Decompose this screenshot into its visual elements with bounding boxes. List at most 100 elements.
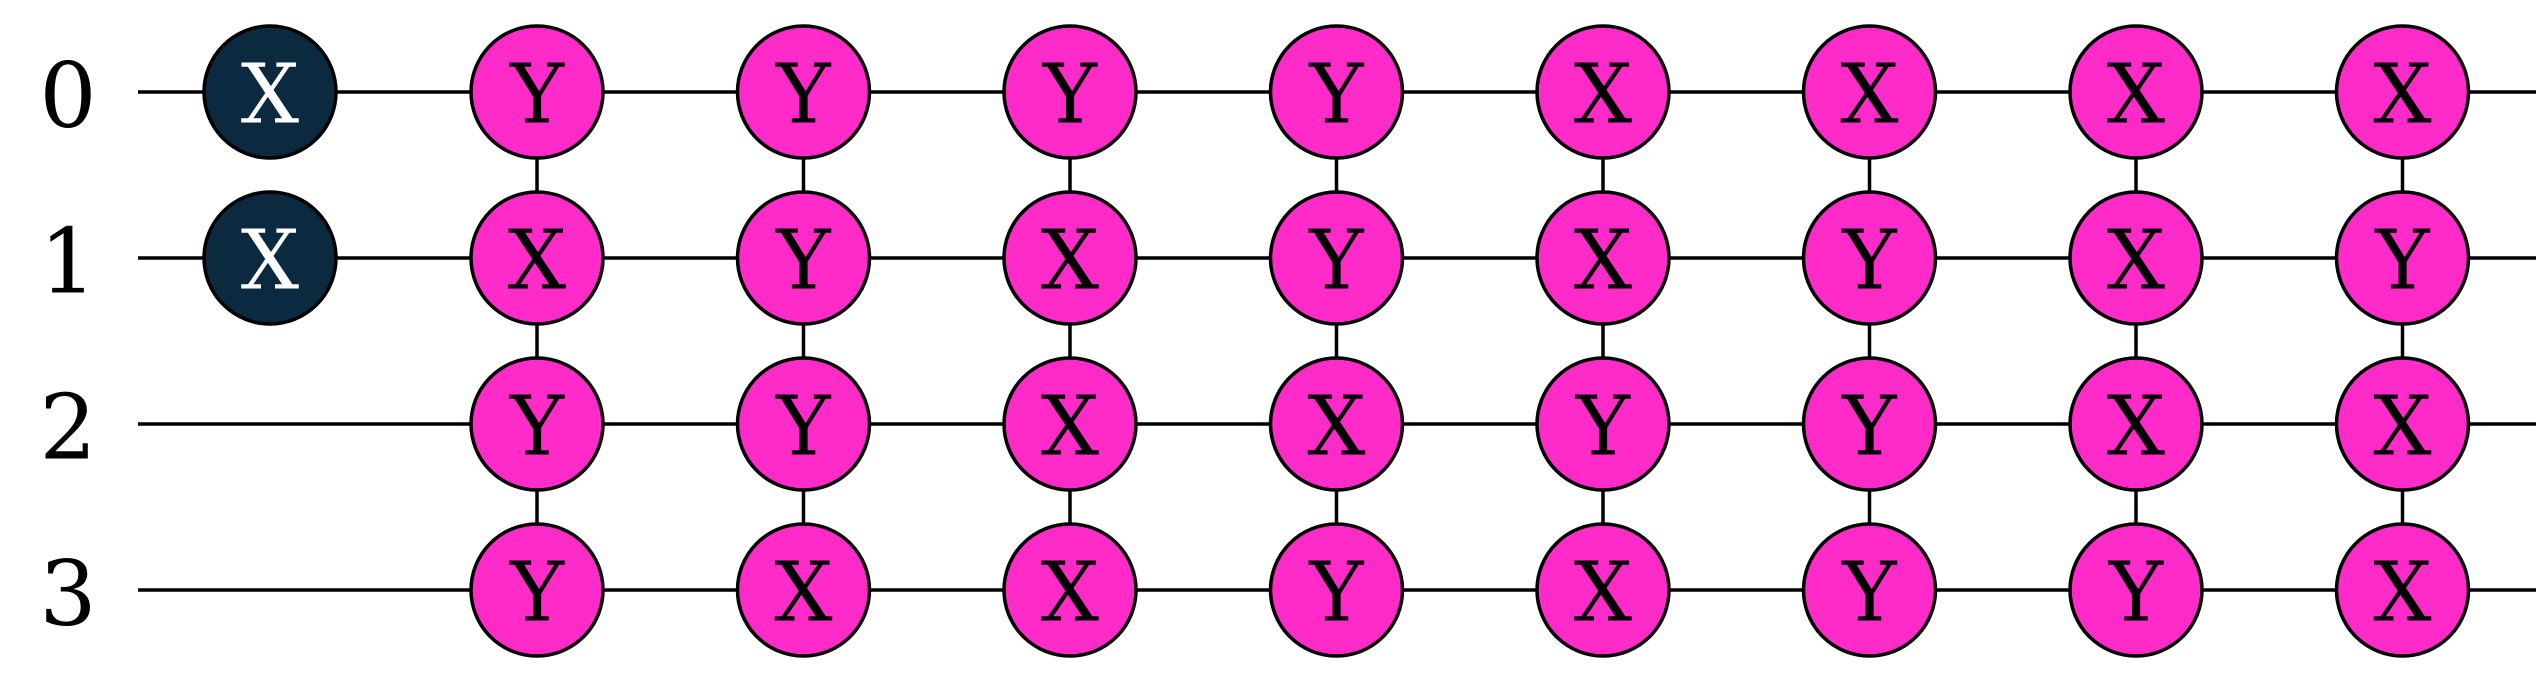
pauli-gate-1-3-circle xyxy=(735,522,872,658)
pauli-gate-7-3: X xyxy=(2334,522,2471,658)
pauli-gate-6-1: X xyxy=(2068,190,2204,326)
pauli-gate-4-2-label: Y xyxy=(1575,380,1631,475)
pauli-gate-7-2-label: X xyxy=(2373,380,2431,475)
single-gate-1-circle xyxy=(202,190,338,326)
pauli-gate-2-3-label: X xyxy=(1041,546,1099,641)
pauli-gate-4-0: X xyxy=(1535,24,1671,160)
pauli-gate-4-3-circle xyxy=(1535,522,1671,658)
pauli-gate-2-0-label: Y xyxy=(1042,48,1098,143)
pauli-gate-6-0: X xyxy=(2068,24,2204,160)
pauli-gate-3-0: Y xyxy=(1268,24,1405,160)
pauli-gate-6-0-label: X xyxy=(2107,48,2165,143)
pauli-gate-5-2: Y xyxy=(1801,356,1938,492)
pauli-gate-1-1-label: Y xyxy=(775,214,831,309)
pauli-gate-7-1-circle xyxy=(2334,190,2471,326)
pauli-gate-3-1: Y xyxy=(1268,190,1405,326)
pauli-gate-0-1-circle xyxy=(469,190,605,326)
pauli-gate-5-1-label: Y xyxy=(1841,214,1897,309)
pauli-gate-5-1: Y xyxy=(1801,190,1938,326)
pauli-gate-3-1-circle xyxy=(1268,190,1405,326)
pauli-gate-1-3-label: X xyxy=(774,546,832,641)
pauli-gate-2-0: Y xyxy=(1002,24,1138,160)
pauli-gate-2-1: X xyxy=(1002,190,1138,326)
pauli-gate-7-0-circle xyxy=(2334,24,2471,160)
pauli-gate-0-2: Y xyxy=(469,356,605,492)
pauli-gate-0-0-circle xyxy=(469,24,605,160)
pauli-gate-1-2-label: Y xyxy=(775,380,831,475)
pauli-gate-7-3-circle xyxy=(2334,522,2471,658)
pauli-gate-1-2-circle xyxy=(735,356,872,492)
pauli-gate-2-2-circle xyxy=(1002,356,1138,492)
gate-connectors xyxy=(535,92,2405,590)
pauli-gate-6-3-circle xyxy=(2068,522,2204,658)
pauli-gate-7-2-circle xyxy=(2334,356,2471,492)
pauli-gate-1-0-circle xyxy=(735,24,872,160)
pauli-gate-3-1-label: Y xyxy=(1308,214,1364,309)
pauli-gate-0-1-label: X xyxy=(508,214,566,309)
pauli-gate-0-2-label: Y xyxy=(509,380,565,475)
pauli-gate-5-0-label: X xyxy=(1840,48,1898,143)
pauli-gate-6-2-circle xyxy=(2068,356,2204,492)
pauli-gate-5-3: Y xyxy=(1801,522,1938,658)
pauli-gate-2-1-circle xyxy=(1002,190,1138,326)
pauli-gate-3-2-label: X xyxy=(1307,380,1365,475)
pauli-gate-2-3-circle xyxy=(1002,522,1138,658)
pauli-gate-5-1-circle xyxy=(1801,190,1938,326)
pauli-gate-6-1-label: X xyxy=(2107,214,2165,309)
pauli-gate-6-1-circle xyxy=(2068,190,2204,326)
pauli-gate-3-0-circle xyxy=(1268,24,1405,160)
pauli-gate-4-3: X xyxy=(1535,522,1671,658)
pauli-gate-4-0-circle xyxy=(1535,24,1671,160)
pauli-gate-3-2: X xyxy=(1268,356,1405,492)
pauli-gate-5-3-label: Y xyxy=(1841,546,1897,641)
pauli-gate-2-2: X xyxy=(1002,356,1138,492)
single-gate-1: X xyxy=(202,190,338,326)
pauli-gate-7-2: X xyxy=(2334,356,2471,492)
pauli-gate-1-0: Y xyxy=(735,24,872,160)
pauli-gate-1-0-label: Y xyxy=(775,48,831,143)
pauli-gate-7-0: X xyxy=(2334,24,2471,160)
pauli-gate-0-1: X xyxy=(469,190,605,326)
pauli-gate-2-2-label: X xyxy=(1041,380,1099,475)
pauli-gate-1-3: X xyxy=(735,522,872,658)
pauli-gate-4-3-label: X xyxy=(1574,546,1632,641)
pauli-gate-5-2-circle xyxy=(1801,356,1938,492)
pauli-gate-6-0-circle xyxy=(2068,24,2204,160)
single-gate-0-label: X xyxy=(241,48,299,143)
pauli-gate-7-0-label: X xyxy=(2373,48,2431,143)
pauli-gate-4-1: X xyxy=(1535,190,1671,326)
single-gate-0-circle xyxy=(202,24,338,160)
pauli-gate-3-3-label: Y xyxy=(1308,546,1364,641)
pauli-gate-2-3: X xyxy=(1002,522,1138,658)
pauli-gate-1-2: Y xyxy=(735,356,872,492)
pauli-gate-0-2-circle xyxy=(469,356,605,492)
pauli-gate-4-1-circle xyxy=(1535,190,1671,326)
pauli-gate-5-0-circle xyxy=(1801,24,1938,160)
qubit-label-0: 0 xyxy=(39,44,96,149)
pauli-gate-0-3-circle xyxy=(469,522,605,658)
pauli-gate-1-1-circle xyxy=(735,190,872,326)
qubit-label-3: 3 xyxy=(39,542,96,647)
qubit-label-1: 1 xyxy=(39,210,96,315)
pauli-gate-6-2-label: X xyxy=(2107,380,2165,475)
single-gate-0: X xyxy=(202,24,338,160)
pauli-gate-3-3: Y xyxy=(1268,522,1405,658)
pauli-gate-0-3: Y xyxy=(469,522,605,658)
pauli-gate-7-3-label: X xyxy=(2373,546,2431,641)
pauli-gate-4-0-label: X xyxy=(1574,48,1632,143)
pauli-gate-6-2: X xyxy=(2068,356,2204,492)
pauli-gate-0-0-label: Y xyxy=(509,48,565,143)
pauli-gate-2-1-label: X xyxy=(1041,214,1099,309)
pauli-gate-6-3: Y xyxy=(2068,522,2204,658)
pauli-gate-3-2-circle xyxy=(1268,356,1405,492)
pauli-gate-3-0-label: Y xyxy=(1308,48,1364,143)
pauli-gate-4-2-circle xyxy=(1535,356,1671,492)
pauli-gate-6-3-label: Y xyxy=(2108,546,2164,641)
pauli-gate-4-2: Y xyxy=(1535,356,1671,492)
pauli-gate-7-1-label: Y xyxy=(2374,214,2430,309)
pauli-gate-0-0: Y xyxy=(469,24,605,160)
qubit-label-2: 2 xyxy=(39,376,96,481)
pauli-gate-2-0-circle xyxy=(1002,24,1138,160)
